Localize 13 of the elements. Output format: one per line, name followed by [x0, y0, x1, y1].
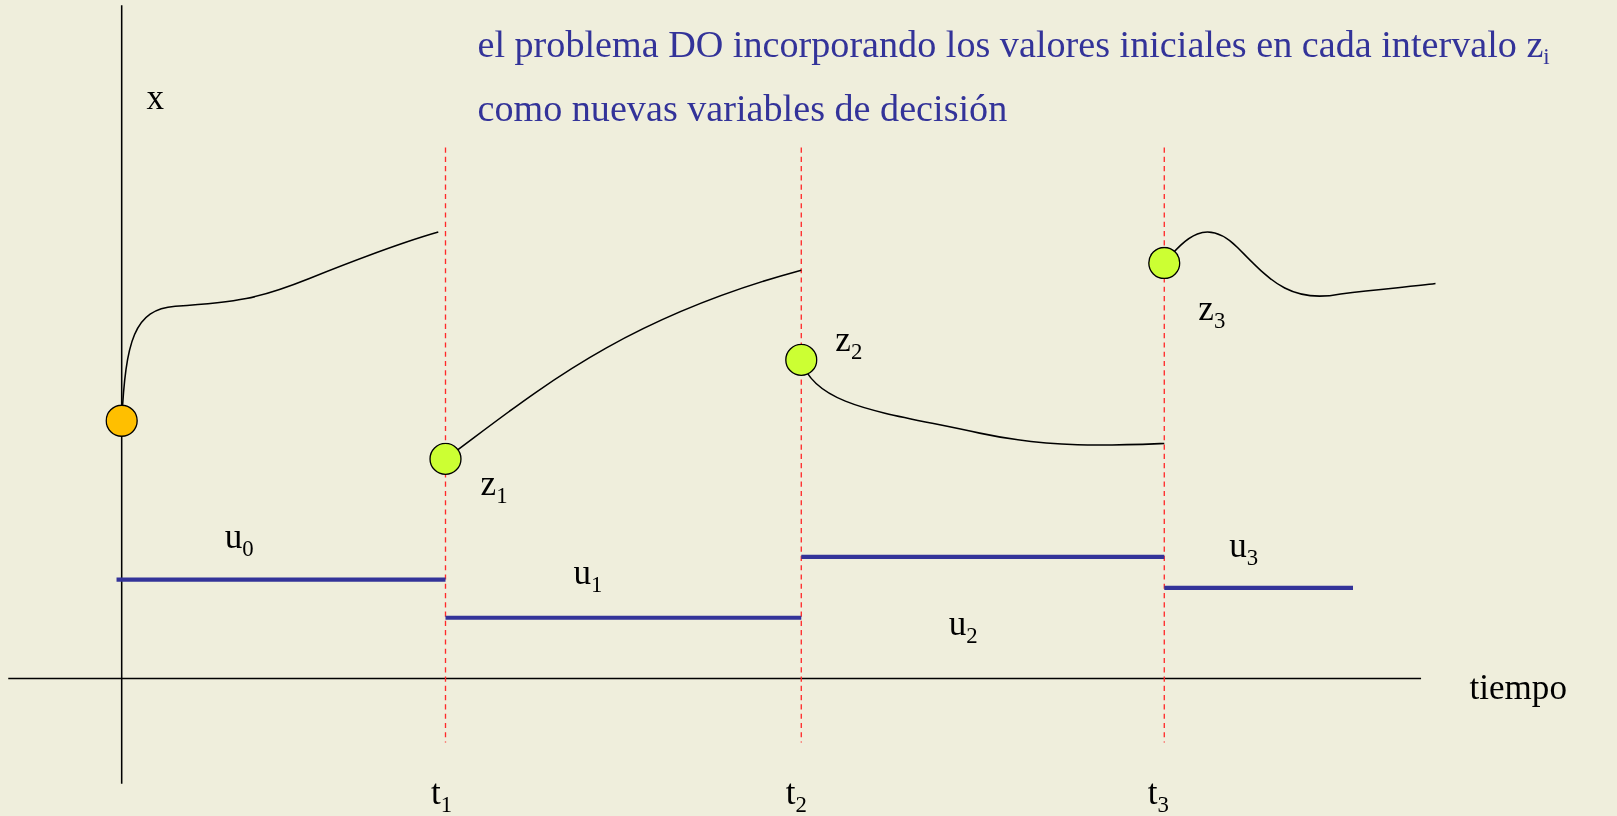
time-label: t$_{1}$ [431, 775, 453, 816]
control-label: u$_{0}$ [224, 518, 254, 560]
time-label: t$_{3}$ [1147, 775, 1169, 816]
axis-label: tiempo [1469, 670, 1567, 706]
title: el problema DO incorporando los valores iniciales en cada intervalo z$_{i}$ como nuevas variables de decisión [477, 21, 1551, 131]
control-label: u$_{3}$ [1229, 528, 1259, 570]
point-label: z$_{2}$ [835, 321, 863, 363]
point-label: z$_{3}$ [1198, 290, 1226, 332]
point-label: z$_{1}$ [480, 466, 508, 508]
control-label: u$_{1}$ [573, 554, 603, 596]
control-label: u$_{2}$ [948, 606, 978, 648]
axis-label: x [146, 80, 164, 116]
time-label: t$_{2}$ [785, 775, 807, 816]
